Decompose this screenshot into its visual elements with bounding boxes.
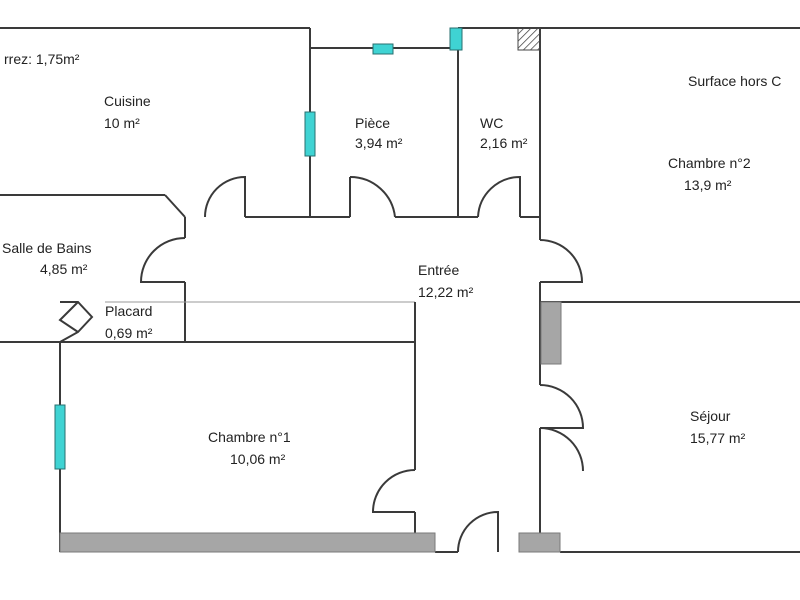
label-cuisine-area: 10 m² bbox=[104, 115, 140, 131]
door-sejour-b bbox=[539, 427, 584, 472]
window-cuisine-side bbox=[304, 111, 316, 157]
label-chambre2-name: Chambre n°2 bbox=[668, 155, 751, 171]
slabs bbox=[59, 27, 562, 553]
label-chambre2-area: 13,9 m² bbox=[684, 177, 732, 193]
window-wc-top bbox=[449, 27, 463, 51]
windows bbox=[54, 27, 463, 470]
label-wc-area: 2,16 m² bbox=[480, 135, 528, 151]
label-salle-de-bains-name: Salle de Bains bbox=[2, 240, 92, 256]
door-piece bbox=[349, 175, 396, 218]
door-entree-front bbox=[457, 510, 499, 553]
label-sejour-area: 15,77 m² bbox=[690, 430, 746, 446]
hatched-duct bbox=[517, 27, 541, 51]
label-entree-name: Entrée bbox=[418, 262, 459, 278]
label-wc-name: WC bbox=[480, 115, 503, 131]
label-piece-area: 3,94 m² bbox=[355, 135, 403, 151]
window-piece-top bbox=[372, 43, 394, 55]
label-placard-name: Placard bbox=[105, 303, 152, 319]
label-entree-area: 12,22 m² bbox=[418, 284, 474, 300]
doors bbox=[58, 175, 585, 553]
door-wc bbox=[477, 175, 521, 218]
slab-sejour-pillar bbox=[540, 301, 562, 365]
door-cuisine bbox=[204, 175, 246, 218]
label-placard-area: 0,69 m² bbox=[105, 325, 153, 341]
window-chambre1-side bbox=[54, 404, 66, 470]
label-sejour-name: Séjour bbox=[690, 408, 731, 424]
door-chambre2 bbox=[539, 239, 584, 283]
label-piece-name: Pièce bbox=[355, 115, 390, 131]
room-labels: rrez: 1,75m² Cuisine 10 m² Pièce 3,94 m²… bbox=[2, 51, 781, 467]
wall-cuisine-diag bbox=[164, 194, 186, 218]
label-chambre1-area: 10,06 m² bbox=[230, 451, 286, 467]
label-salle-de-bains-area: 4,85 m² bbox=[40, 261, 88, 277]
slab-chambre1-bottom bbox=[59, 532, 436, 553]
label-surface-hors: Surface hors C bbox=[688, 73, 781, 89]
door-chambre1 bbox=[371, 469, 416, 513]
door-sejour-a bbox=[539, 384, 585, 429]
label-entresol: rrez: 1,75m² bbox=[4, 51, 80, 67]
door-salle-de-bains bbox=[139, 237, 186, 283]
label-chambre1-name: Chambre n°1 bbox=[208, 429, 291, 445]
slab-entry-bottom bbox=[518, 532, 561, 553]
label-cuisine-name: Cuisine bbox=[104, 93, 151, 109]
door-placard bbox=[58, 301, 94, 343]
